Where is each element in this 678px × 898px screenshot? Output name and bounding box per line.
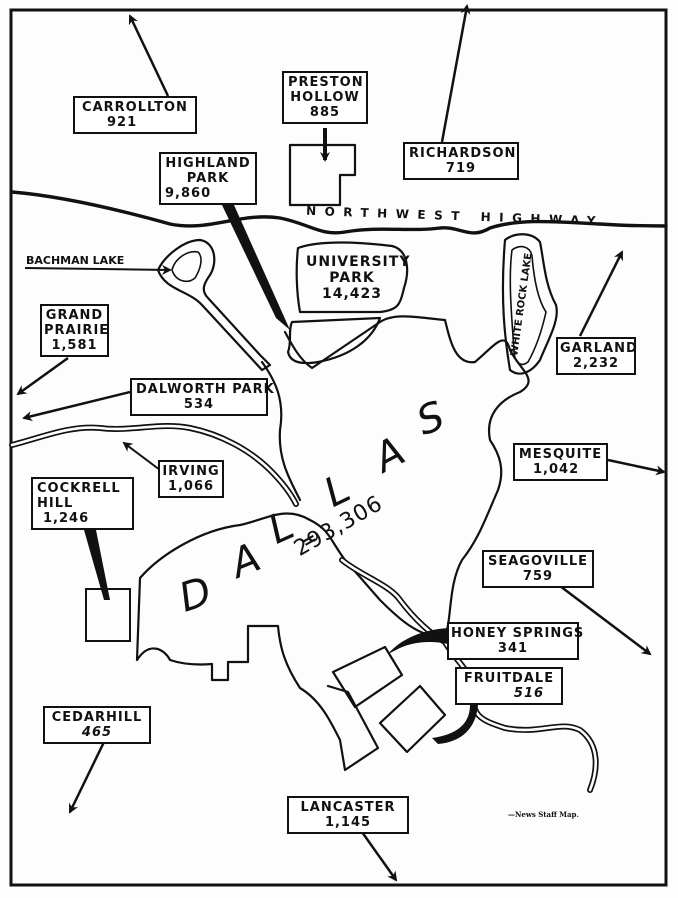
arrow-dalworth-park	[22, 390, 131, 421]
town-label-cockrell-hill: COCKRELL HILL 1,246	[31, 477, 134, 530]
town-population: 1,581	[51, 338, 98, 353]
town-population: 534	[183, 397, 215, 412]
town-name: HOLLOW	[290, 90, 360, 105]
town-label-cedarhill: CEDARHILL 465	[43, 706, 151, 744]
town-population: 1,042	[533, 462, 580, 477]
arrow-mesquite	[607, 458, 666, 476]
town-name: FRUITDALE	[463, 671, 555, 686]
town-population: 341	[497, 641, 529, 656]
bachman-lake-label: BACHMAN LAKE	[26, 254, 125, 267]
university-park-boundary	[295, 241, 409, 314]
town-name: PARK	[329, 270, 375, 286]
town-population: 759	[522, 569, 554, 584]
town-population: 1,066	[167, 479, 215, 494]
town-name: CARROLLTON	[82, 100, 188, 115]
town-population: 719	[445, 161, 477, 176]
bachman-lake	[171, 250, 202, 283]
arrow-cockrell-hill	[84, 530, 110, 600]
town-label-richardson: RICHARDSON 719	[403, 142, 519, 180]
arrow-grand-prairie	[16, 356, 69, 396]
town-name: PRESTON	[288, 75, 364, 90]
town-label-carrollton: CARROLLTON 921	[73, 96, 197, 134]
town-label-highland-park: HIGHLAND PARK 9,860	[159, 152, 257, 205]
town-label-university-park: UNIVERSITY PARK 14,423	[302, 252, 411, 304]
town-population: 1,246	[43, 511, 90, 526]
town-population: 1,145	[324, 815, 372, 830]
town-name: COCKRELL	[37, 481, 121, 496]
white-rock-lake	[509, 245, 547, 366]
preston-hollow-boundary	[288, 143, 357, 207]
town-name: PARK	[186, 171, 230, 186]
town-name: DALWORTH PARK	[136, 382, 275, 397]
arrows	[16, 4, 666, 882]
town-name: PRAIRIE	[44, 323, 110, 338]
town-name: IRVING	[162, 464, 220, 479]
town-label-irving: IRVING 1,066	[158, 460, 224, 498]
town-label-dalworth-park: DALWORTH PARK 534	[130, 378, 275, 416]
arrow-richardson	[440, 4, 471, 143]
arrow-garland	[578, 250, 624, 337]
arrow-seagoville	[559, 585, 652, 656]
town-name: UNIVERSITY	[306, 254, 411, 270]
town-population: 921	[107, 115, 138, 130]
town-label-garland: GARLAND 2,232	[556, 337, 638, 375]
arrow-irving	[122, 441, 161, 471]
honey-springs-boundary	[331, 645, 404, 709]
cockrell-hill-boundary	[85, 588, 131, 642]
town-label-lancaster: LANCASTER 1,145	[287, 796, 409, 834]
fruitdale-boundary	[378, 684, 447, 754]
arrow-honey-springs	[388, 628, 448, 654]
highland-park-boundary	[286, 316, 382, 365]
bachman-lake-shore	[156, 238, 272, 372]
town-label-grand-prairie: GRAND PRAIRIE 1,581	[40, 304, 109, 357]
map-credit: —News Staff Map.	[508, 810, 579, 819]
town-population: 14,423	[321, 286, 383, 302]
town-name: RICHARDSON	[409, 146, 517, 161]
town-name: CEDARHILL	[51, 710, 143, 725]
town-population: 516	[513, 686, 545, 701]
town-name: SEAGOVILLE	[488, 554, 589, 569]
town-label-preston-hollow: PRESTON HOLLOW 885	[282, 71, 368, 124]
town-label-fruitdale: FRUITDALE 516	[455, 667, 563, 705]
city-corridor	[260, 360, 302, 502]
town-name: HILL	[37, 496, 74, 511]
town-name: LANCASTER	[300, 800, 396, 815]
white-rock-lake-shore	[501, 233, 558, 375]
northwest-highway	[10, 190, 668, 235]
arrow-bachman-lake	[24, 264, 172, 275]
town-name: HONEY SPRINGS	[451, 626, 585, 641]
town-population: 2,232	[572, 356, 620, 371]
arrow-highland-park	[222, 205, 290, 330]
town-label-honey-springs: HONEY SPRINGS 341	[447, 622, 585, 660]
town-population: 885	[309, 105, 341, 120]
town-name: MESQUITE	[518, 447, 603, 462]
arrow-fruitdale	[432, 705, 478, 744]
arrow-carrollton	[128, 14, 170, 97]
town-name: GRAND	[45, 308, 104, 323]
town-population: 9,860	[165, 186, 212, 201]
arrow-lancaster	[360, 831, 398, 882]
town-population: 465	[81, 725, 113, 740]
town-label-mesquite: MESQUITE 1,042	[513, 443, 608, 481]
town-name: GARLAND	[560, 341, 638, 356]
town-label-seagoville: SEAGOVILLE 759	[482, 550, 594, 588]
arrow-cedarhill	[68, 741, 106, 814]
town-name: HIGHLAND	[165, 156, 251, 171]
